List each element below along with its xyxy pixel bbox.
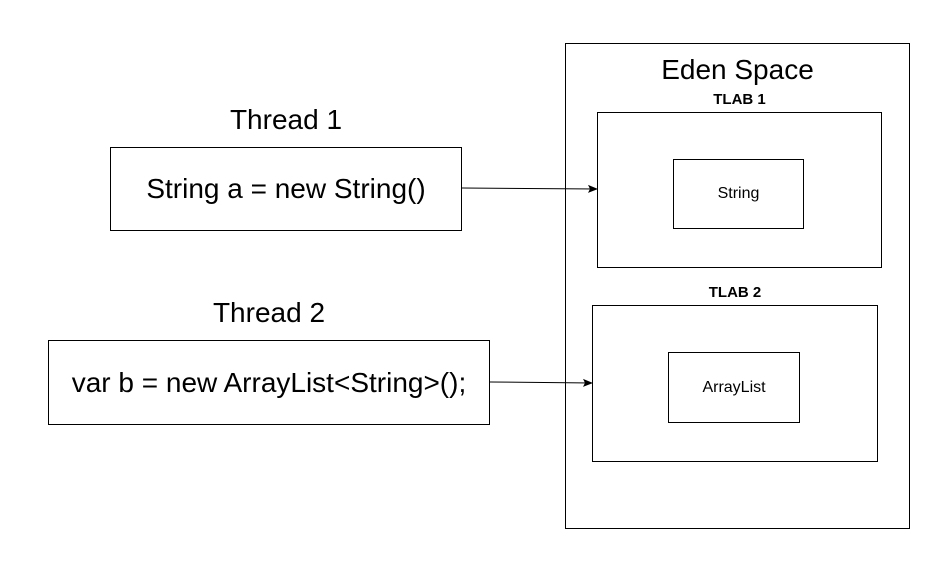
thread-2-code: var b = new ArrayList<String>(); [71,366,467,398]
thread-1-code: String a = new String() [146,173,426,204]
tlab-1-object-string: String [673,159,804,229]
tlab-1-title: TLAB 1 [713,91,766,108]
thread-2-code-box: var b = new ArrayList<String>(); [48,340,490,425]
eden-space-title: Eden Space [661,54,814,85]
tlab-2-title: TLAB 2 [708,284,762,301]
tlab-2-object-arraylist: ArrayList [668,352,800,423]
thread-1-title: Thread 1 [229,104,343,135]
thread-1-code-box: String a = new String() [110,147,462,231]
thread-2-title: Thread 2 [212,297,326,328]
